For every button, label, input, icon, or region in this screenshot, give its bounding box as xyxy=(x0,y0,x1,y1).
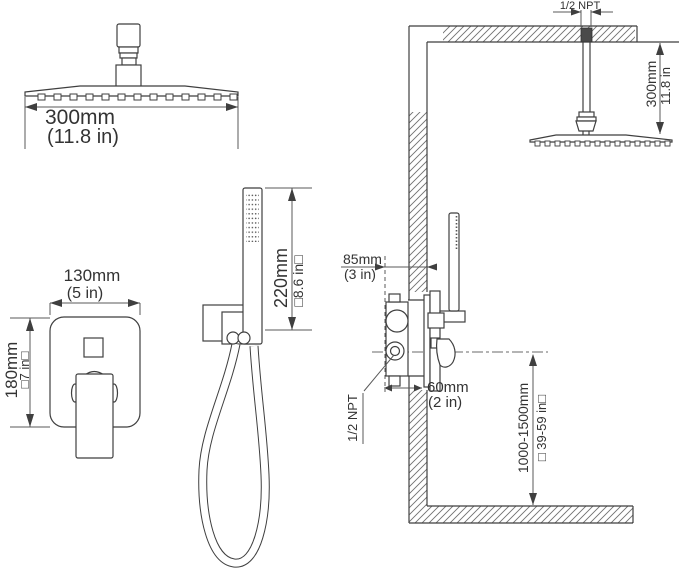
valve-handle-side-view xyxy=(436,338,456,368)
valve-height-mm-label: 180mm xyxy=(2,342,21,399)
dim-valve-offset: 85mm (3 in) xyxy=(341,251,437,282)
arm-connector-top xyxy=(116,23,141,48)
installation-side-view: 1/2 NPT 300mm 11.8 in xyxy=(341,0,679,524)
valve-side-view: 1/2 NPT xyxy=(345,212,548,444)
ceiling-thread-label: 1/2 NPT xyxy=(560,0,601,12)
wall-hatch-lower xyxy=(409,390,427,506)
head-width-in-label: (11.8 in) xyxy=(47,126,119,148)
valve-height-in-label: □7 in□ xyxy=(17,352,32,389)
hose-nut-left xyxy=(226,331,240,345)
dim-valve-depth: 60mm (2 in) xyxy=(384,379,469,411)
diverter-button xyxy=(83,337,104,358)
dim-mount-height: 1000-1500mm □ 39-59 in□ xyxy=(515,354,549,505)
valve-bottom-port xyxy=(385,341,405,361)
wall-hatch-upper xyxy=(409,112,427,292)
valve-top-port xyxy=(385,309,409,333)
shower-head-nozzles xyxy=(37,93,238,101)
mount-height-mm-label: 1000-1500mm xyxy=(515,383,531,473)
dim-hand-shower-length: 220mm □8.6 in□ xyxy=(265,187,312,331)
head-width-mm-label: 300mm xyxy=(45,106,115,129)
hand-shower-length-mm-label: 220mm xyxy=(271,248,291,308)
valve-trim-front-view: 130mm (5 in) 180mm □7 in□ xyxy=(2,266,141,459)
wand-spray-face xyxy=(246,193,259,242)
valve-offset-mm-label: 85mm xyxy=(343,251,382,267)
dim-ceiling-thread: 1/2 NPT xyxy=(553,0,613,16)
structure-outline xyxy=(408,25,679,524)
dim-valve-height: 180mm □7 in□ xyxy=(2,317,50,428)
dim-head-width: 300mm (11.8 in) xyxy=(24,97,239,149)
ceiling-thread-ferrule xyxy=(580,27,593,43)
hand-shower-front-view: 220mm □8.6 in□ xyxy=(198,187,312,568)
mount-height-in-label: □ 39-59 in□ xyxy=(534,395,549,461)
arm-drop-in-label: 11.8 in xyxy=(658,67,673,105)
arm-connector-base xyxy=(115,64,142,88)
valve-depth-in-label: (2 in) xyxy=(428,394,462,411)
ceiling-arm-side-view xyxy=(575,10,597,136)
dim-arm-drop: 300mm 11.8 in xyxy=(643,43,673,134)
valve-thread-label: 1/2 NPT xyxy=(345,394,360,442)
valve-offset-in-label: (3 in) xyxy=(344,266,376,282)
shower-head-front-view: 300mm (11.8 in) xyxy=(24,23,239,149)
hand-shower-side-view xyxy=(448,212,460,312)
hand-shower-length-in-label: □8.6 in□ xyxy=(290,255,306,307)
shower-head-side-view xyxy=(529,134,673,147)
floor-hatch xyxy=(409,506,633,523)
arm-drop-mm-label: 300mm xyxy=(643,61,659,108)
dim-valve-width: 130mm (5 in) xyxy=(49,266,141,315)
hose-nut-right xyxy=(237,331,251,345)
valve-handle xyxy=(75,373,114,459)
ceiling-hatch xyxy=(443,26,635,42)
valve-width-mm-label: 130mm xyxy=(64,266,121,285)
valve-depth-mm-label: 60mm xyxy=(427,379,469,396)
valve-width-in-label: (5 in) xyxy=(67,285,103,302)
